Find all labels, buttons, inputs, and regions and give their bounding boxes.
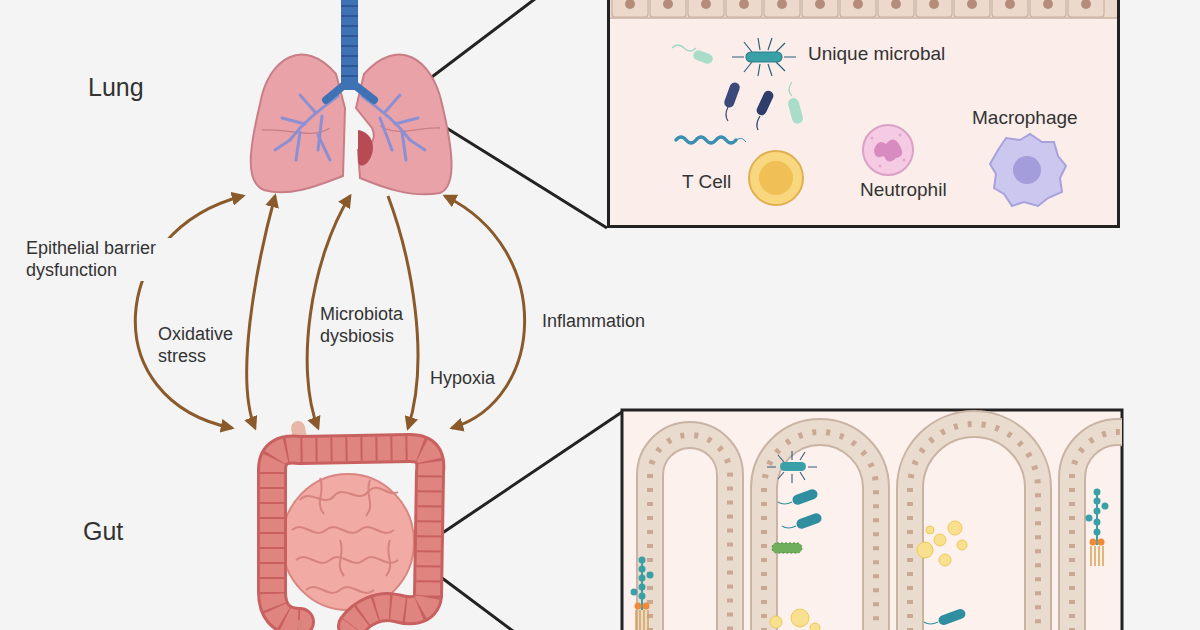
microbe bbox=[672, 45, 714, 65]
cell-label: T Cell bbox=[682, 171, 731, 194]
organ-label: Lung bbox=[88, 72, 144, 102]
macrophage bbox=[990, 134, 1066, 206]
organ-lung: Lung bbox=[80, 0, 465, 196]
trachea bbox=[341, 0, 358, 90]
curved-arrow bbox=[247, 196, 275, 428]
cell-label: Unique microbal bbox=[808, 43, 945, 66]
lung-inset-art bbox=[607, 0, 1120, 228]
curved-arrow bbox=[445, 196, 525, 428]
glycan bbox=[1086, 489, 1109, 567]
epithelium-row bbox=[607, 0, 1120, 18]
arrow-label: Inflammation bbox=[540, 311, 647, 333]
gut-illustration bbox=[272, 428, 430, 630]
cell-label: Macrophage bbox=[972, 107, 1078, 130]
lung-illustration bbox=[251, 0, 452, 194]
neutrophil bbox=[863, 125, 913, 175]
arrow-label: Oxidative stress bbox=[156, 324, 235, 367]
arrow-label: Microbiota dysbiosis bbox=[318, 304, 405, 347]
arrow-label: Hypoxia bbox=[428, 368, 497, 390]
microbe bbox=[732, 38, 796, 76]
microbe bbox=[676, 81, 804, 143]
leader-line bbox=[432, 412, 622, 540]
curved-arrow bbox=[135, 196, 243, 428]
organ-gut: Gut bbox=[70, 428, 455, 630]
t-cell bbox=[749, 151, 803, 205]
cell-label: Neutrophil bbox=[860, 179, 947, 202]
gut-inset-art bbox=[622, 410, 1164, 630]
organ-label: Gut bbox=[83, 516, 123, 546]
lung-inset-box: Unique microbalMacrophage T Cell Neutrophi… bbox=[607, 0, 1120, 228]
leader-line bbox=[412, 0, 560, 92]
glycan bbox=[631, 557, 654, 630]
arrow-label: Epithelial barrier dysfunction bbox=[24, 238, 188, 281]
inset-fill bbox=[607, 0, 1120, 228]
